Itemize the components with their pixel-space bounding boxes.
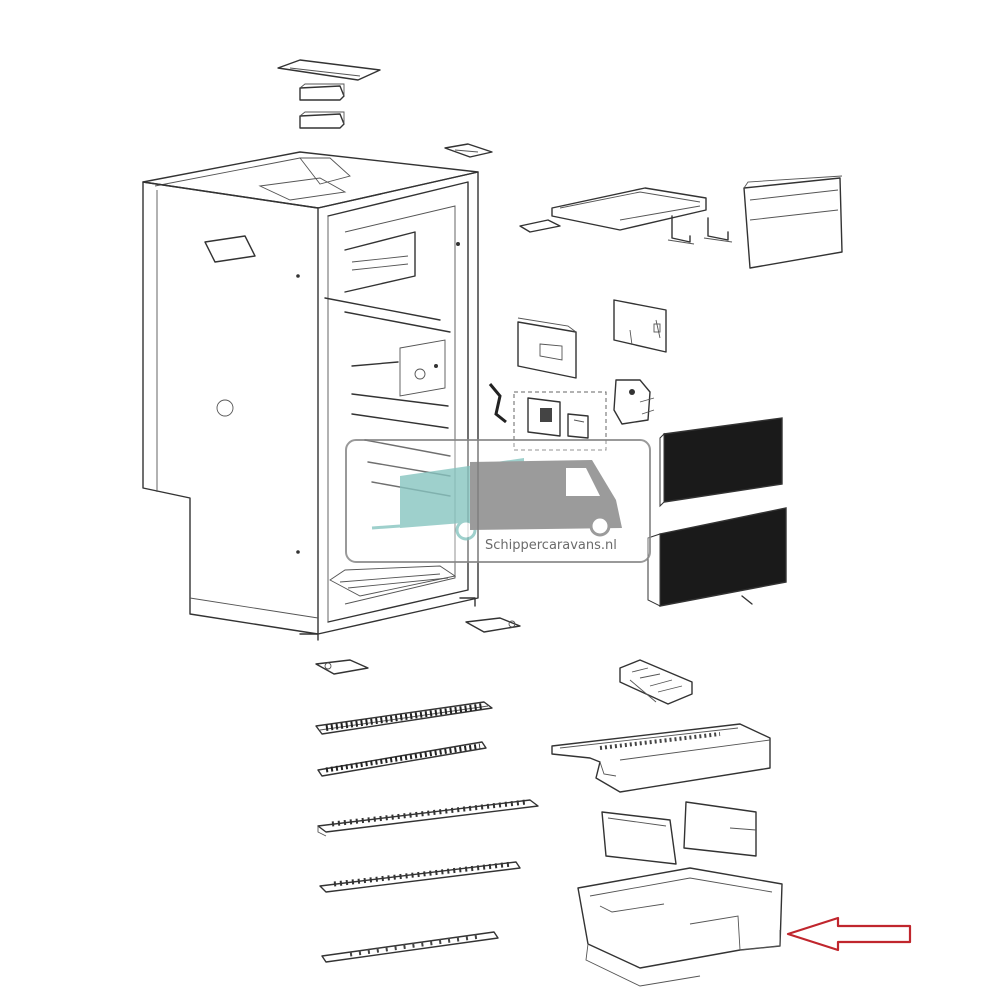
wire bbox=[488, 383, 507, 424]
shelf-1 bbox=[315, 701, 493, 735]
control-bracket bbox=[517, 317, 577, 379]
top-block-lower bbox=[299, 111, 345, 129]
shelf-5 bbox=[321, 931, 499, 963]
watermark bbox=[345, 439, 651, 563]
ice-tray bbox=[619, 659, 693, 705]
watermark-text: Schippercaravans.nl bbox=[485, 538, 617, 553]
shelf-3 bbox=[317, 799, 539, 837]
highlight-arrow-icon bbox=[786, 916, 912, 952]
fridge-cabinet bbox=[142, 151, 479, 641]
bottom-hinge bbox=[465, 617, 521, 633]
top-plate bbox=[277, 59, 381, 81]
crisper-cover-right bbox=[683, 801, 757, 857]
crisper-drawer bbox=[577, 867, 783, 987]
ventilation-grille-lower bbox=[647, 507, 787, 607]
shelf-2 bbox=[317, 741, 487, 777]
door-stop bbox=[315, 659, 369, 675]
thermostat-assembly bbox=[513, 391, 607, 451]
top-block-upper bbox=[299, 83, 345, 101]
motorhome-icon bbox=[470, 460, 622, 537]
cover-brackets bbox=[667, 215, 733, 245]
freezer-compartment bbox=[551, 723, 771, 793]
cooling-unit-cover bbox=[519, 187, 707, 233]
ventilation-grille-upper bbox=[659, 417, 783, 508]
switch-module bbox=[613, 379, 655, 425]
shelf-4 bbox=[319, 861, 521, 893]
top-hinge bbox=[444, 143, 493, 158]
back-panel bbox=[743, 175, 843, 269]
control-box bbox=[613, 299, 667, 353]
crisper-cover-left bbox=[601, 811, 677, 865]
